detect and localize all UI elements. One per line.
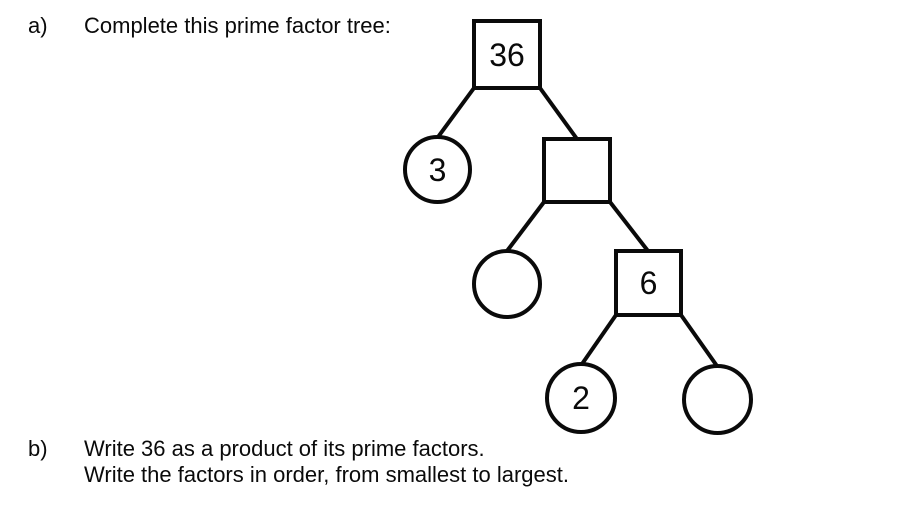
tree-edge-6-to-2 <box>580 313 618 366</box>
question-b-text: Write 36 as a product of its prime facto… <box>84 436 569 488</box>
question-b-line1: Write 36 as a product of its prime facto… <box>84 436 485 461</box>
tree-edge-root-to-3 <box>436 86 476 139</box>
question-b-label: b) <box>28 436 48 461</box>
tree-node-factor-3: 3 <box>403 135 472 204</box>
question-a-label: a) <box>28 13 48 38</box>
question-a-prompt: Complete this prime factor tree: <box>84 13 391 38</box>
tree-node-blank-circle-left-answer[interactable] <box>472 249 542 319</box>
tree-node-factor-6: 6 <box>614 249 683 317</box>
tree-edge-6-to-blank-circle <box>679 313 719 368</box>
tree-node-factor-6-value: 6 <box>639 265 658 301</box>
tree-node-root-36-value: 36 <box>489 36 525 73</box>
question-b-line2: Write the factors in order, from smalles… <box>84 462 569 487</box>
tree-edge-root-to-blank-square <box>538 86 579 141</box>
tree-node-root-36: 36 <box>472 19 542 90</box>
tree-edge-blank-square-to-6 <box>608 200 650 253</box>
tree-node-factor-2-value: 2 <box>572 380 590 416</box>
tree-edge-blank-square-to-blank-circle <box>505 200 546 253</box>
tree-node-factor-3-value: 3 <box>428 151 447 188</box>
tree-node-blank-square-answer[interactable] <box>542 137 612 204</box>
tree-node-factor-2: 2 <box>545 362 617 434</box>
tree-node-blank-circle-right-answer[interactable] <box>682 364 753 435</box>
